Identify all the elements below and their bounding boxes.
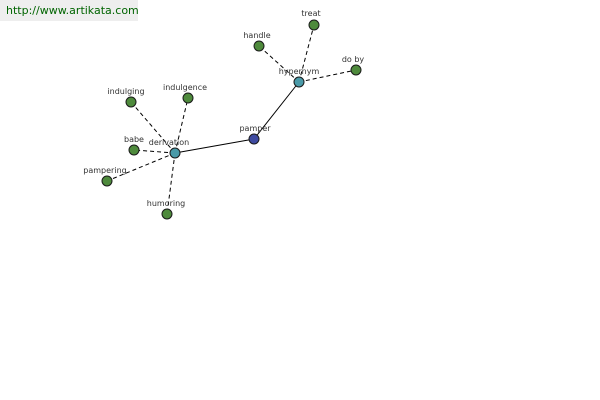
node-marker-do-by[interactable] xyxy=(350,64,362,76)
node-marker-humoring[interactable] xyxy=(161,208,173,220)
edges-layer xyxy=(106,24,357,215)
edge-derivation-pampering xyxy=(106,152,176,182)
node-marker-handle[interactable] xyxy=(253,40,265,52)
node-humoring[interactable]: humoring xyxy=(147,199,186,220)
node-hypernym[interactable]: hypernym xyxy=(279,67,320,88)
node-label-hypernym: hypernym xyxy=(279,67,320,76)
node-indulging[interactable]: indulging xyxy=(107,87,145,108)
node-derivation[interactable]: derivation xyxy=(149,138,189,159)
node-marker-indulging[interactable] xyxy=(125,96,137,108)
node-label-indulging: indulging xyxy=(107,87,144,96)
node-indulgence[interactable]: indulgence xyxy=(163,83,207,104)
edge-pamper-derivation xyxy=(174,138,255,154)
edge-derivation-babe xyxy=(133,149,176,154)
edge-hypernym-treat xyxy=(298,24,315,83)
edge-hypernym-do-by xyxy=(298,69,357,83)
node-label-pampering: pampering xyxy=(83,166,126,175)
node-marker-hypernym[interactable] xyxy=(293,76,305,88)
node-pamper[interactable]: pamper xyxy=(239,124,271,145)
node-marker-pampering[interactable] xyxy=(101,175,113,187)
node-label-do-by: do by xyxy=(342,55,365,64)
node-handle[interactable]: handle xyxy=(243,31,271,52)
node-label-derivation: derivation xyxy=(149,138,189,147)
node-marker-babe[interactable] xyxy=(128,144,140,156)
node-label-babe: babe xyxy=(124,135,144,144)
edge-derivation-indulgence xyxy=(174,97,189,154)
edge-derivation-indulging xyxy=(130,101,176,154)
node-marker-pamper[interactable] xyxy=(248,133,260,145)
edge-pamper-hypernym xyxy=(253,81,300,140)
node-do-by[interactable]: do by xyxy=(342,55,365,76)
source-link[interactable]: http://www.artikata.com xyxy=(0,0,139,21)
node-label-pamper: pamper xyxy=(239,124,271,133)
node-marker-derivation[interactable] xyxy=(169,147,181,159)
node-pampering[interactable]: pampering xyxy=(83,166,127,187)
edge-hypernym-handle xyxy=(258,45,300,83)
node-label-humoring: humoring xyxy=(147,199,186,208)
node-label-indulgence: indulgence xyxy=(163,83,207,92)
node-treat[interactable]: treat xyxy=(301,9,321,31)
node-marker-indulgence[interactable] xyxy=(182,92,194,104)
edge-derivation-humoring xyxy=(166,152,176,215)
node-label-handle: handle xyxy=(243,31,270,40)
node-marker-treat[interactable] xyxy=(308,19,320,31)
node-label-treat: treat xyxy=(301,9,320,18)
node-babe[interactable]: babe xyxy=(124,135,144,156)
nodes-layer: pamper hypernym derivation treat handle do by… xyxy=(83,9,365,220)
